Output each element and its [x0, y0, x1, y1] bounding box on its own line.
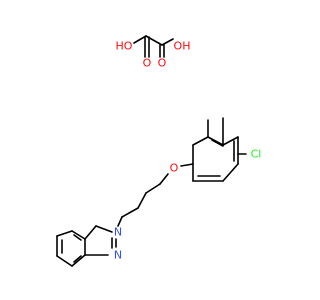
benzo-bond-3 [56, 230, 73, 237]
benzo-inner-3 [73, 255, 82, 263]
ring-bond-1 [192, 136, 209, 146]
chain-bond-1 [159, 173, 169, 185]
chlorodimethylphenyl-ring: Cl O [170, 117, 262, 182]
oxalic-oh-label: OH [174, 40, 191, 53]
molecule-canvas: HO OH O O Cl O [56, 35, 262, 267]
n3-label: N [114, 249, 122, 262]
butyl-chain [117, 173, 169, 227]
chlorine-label: Cl [251, 148, 262, 161]
bond-c-oh [161, 38, 174, 46]
oxalic-o-left-label: O [143, 57, 152, 70]
oxalic-acid: HO OH O O [116, 35, 191, 70]
chain-bond-2 [145, 183, 161, 194]
chain-bond-3 [137, 192, 147, 209]
structure-drawing: HO OH O O Cl O [56, 35, 262, 267]
benzo-bond-2 [71, 230, 86, 240]
bond-ring-o [180, 163, 194, 167]
bond-ho-c [133, 35, 147, 44]
oxalic-ho-label: HO [116, 40, 133, 53]
ring-bond-3 [222, 136, 239, 146]
ring-inner-1 [211, 139, 224, 147]
benzo-bond-1 [84, 225, 97, 240]
n1-label: N [114, 226, 122, 239]
chain-bond-5 [117, 216, 123, 227]
imid-bond-1 [95, 225, 113, 233]
benzo-bond-6 [71, 254, 86, 267]
benzo-inner-2 [73, 234, 82, 241]
ether-oxygen-label: O [170, 162, 179, 175]
ring-bond-5 [222, 163, 239, 182]
oxalic-o-right-label: O [158, 57, 167, 70]
benzimidazole: N N [56, 225, 122, 267]
chain-bond-4 [121, 207, 139, 218]
benzo-bond-5 [56, 255, 73, 267]
